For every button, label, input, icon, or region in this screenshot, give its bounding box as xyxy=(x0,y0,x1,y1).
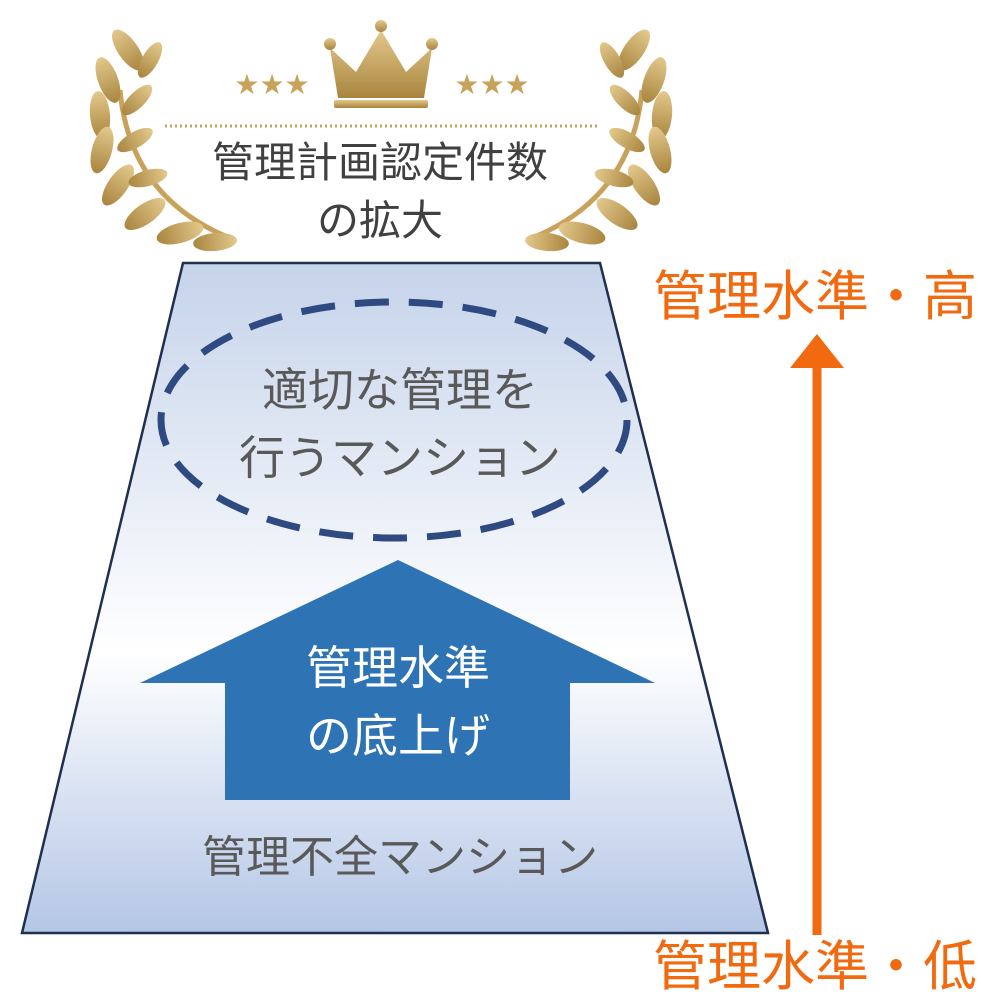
raise-arrow-label-line-2: の底上げ xyxy=(306,709,490,763)
good-mansion-label-line-1: 適切な管理を xyxy=(262,363,538,417)
poor-mansion-label: 管理不全マンション xyxy=(202,832,598,883)
good-mansion-label-line-2: 行うマンション xyxy=(239,431,561,485)
left-laurel-icon xyxy=(89,29,237,252)
good-mansion-ellipse xyxy=(157,298,631,542)
raise-up-arrow[interactable] xyxy=(140,560,655,800)
award-emblem: ★★★ ★★★ xyxy=(89,20,673,252)
crown-icon xyxy=(324,20,438,108)
stars-left: ★★★ xyxy=(234,68,309,101)
arrow-up-icon xyxy=(790,334,844,368)
raise-arrow-label-line-1: 管理水準 xyxy=(306,641,490,695)
scale-arrow xyxy=(790,334,844,935)
stars-right: ★★★ xyxy=(454,68,529,101)
management-level-high-label: 管理水準・高 xyxy=(653,265,977,328)
management-level-low-label: 管理水準・低 xyxy=(653,935,977,998)
award-title-line-2: の拡大 xyxy=(316,196,443,245)
award-title-line-1: 管理計画認定件数 xyxy=(211,138,548,187)
right-laurel-icon xyxy=(525,29,673,252)
